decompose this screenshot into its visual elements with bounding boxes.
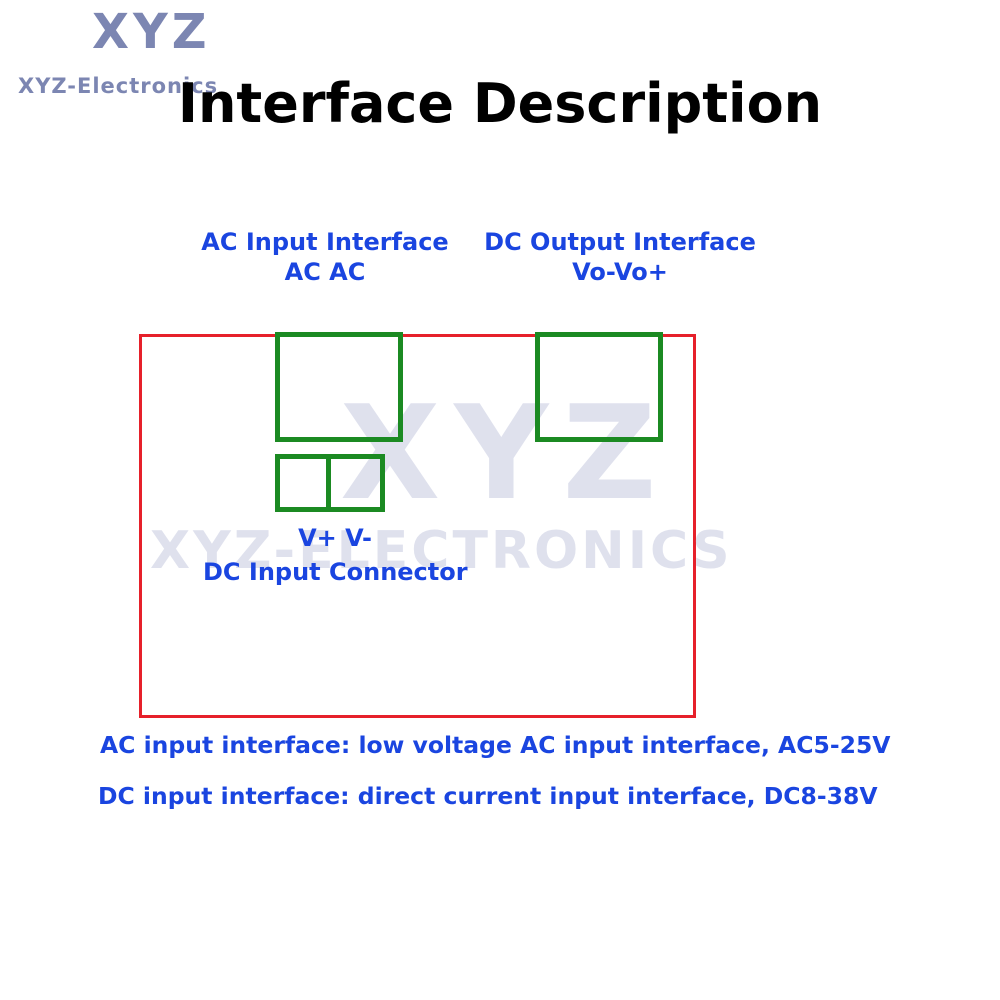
ac-input-label: AC Input Interface AC AC	[195, 230, 455, 284]
watermark-name: XYZ-ELECTRONICS	[150, 521, 733, 581]
ac-input-terminal	[275, 332, 403, 442]
dc-output-terminal	[535, 332, 663, 442]
ac-input-label-line2: AC AC	[284, 258, 366, 286]
note-ac-input: AC input interface: low voltage AC input…	[100, 731, 891, 759]
logo-name: XYZ-Electronics	[18, 74, 219, 98]
watermark-brand: XYZ	[340, 377, 671, 529]
dc-input-pins-label: V+ V-	[298, 524, 372, 552]
dc-input-connector-divider	[326, 454, 331, 512]
ac-input-label-line1: AC Input Interface	[201, 228, 449, 256]
dc-input-connector-label: DC Input Connector	[203, 558, 468, 586]
dc-output-label-line1: DC Output Interface	[484, 228, 756, 256]
logo-brand: XYZ	[92, 4, 211, 60]
dc-output-label-line2: Vo-Vo+	[572, 258, 668, 286]
board-outline	[139, 334, 696, 718]
note-dc-input: DC input interface: direct current input…	[98, 782, 878, 810]
dc-output-label: DC Output Interface Vo-Vo+	[475, 230, 765, 284]
page-title: Interface Description	[177, 72, 823, 135]
